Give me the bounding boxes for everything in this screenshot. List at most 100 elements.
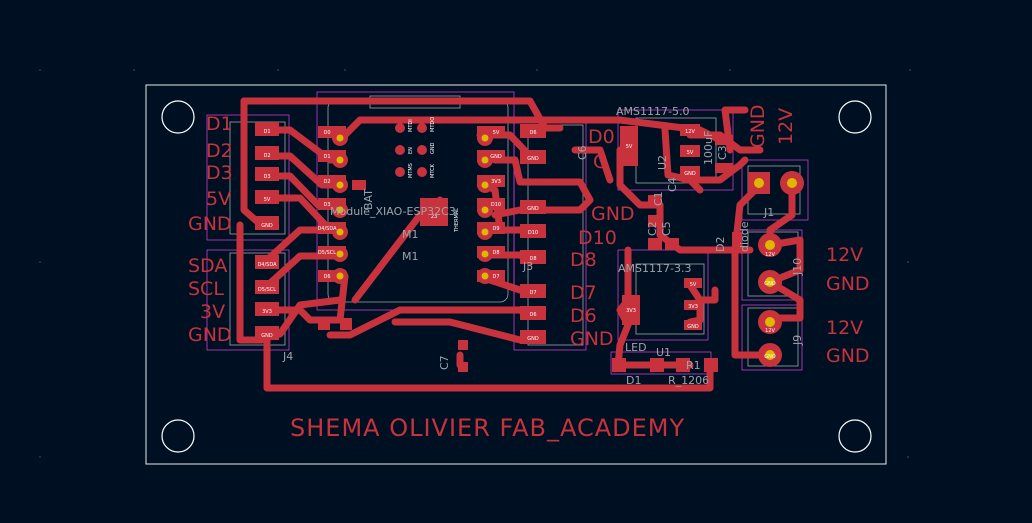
power-in-label: GND (747, 104, 769, 148)
pad-name: 5V (687, 150, 694, 156)
pad-name: 5V (690, 282, 697, 288)
pad-name: 3V3 (262, 309, 272, 315)
pad-name: D9 (492, 226, 499, 232)
mount-hole-br (838, 419, 872, 453)
pad-name: 5V (626, 144, 633, 150)
pad-name: D4/SDA (317, 226, 337, 232)
pad-name: D6 (323, 274, 330, 280)
pad-name: 12V (765, 252, 775, 258)
diode-value: diode (738, 221, 751, 252)
pad-name: D7 (529, 290, 536, 296)
through-holes (332, 130, 804, 367)
right-header-label: GND (570, 328, 614, 350)
right-header-labels: D0 G GND D10 D8 D7 D6 GND (570, 126, 635, 350)
pad-name: GND (684, 171, 696, 177)
i2c-header-labels: SDA SCL 3V GND (188, 255, 232, 346)
cap3-value: 100uF (702, 131, 715, 165)
led-ref: D1 (626, 374, 641, 387)
pad-name: GND (430, 142, 436, 154)
pad-name: GND (261, 223, 273, 229)
right-header-label: GND (591, 203, 635, 225)
diode-ref: D2 (714, 237, 727, 252)
right-header-label: D7 (570, 282, 597, 304)
pad-name: GND (764, 354, 776, 360)
mounting-holes (161, 100, 872, 453)
j9-label: 12V (826, 317, 863, 339)
pad-name: D6 (529, 312, 536, 318)
left-header-label: 5V (206, 188, 231, 210)
pad-name: D8 (492, 250, 499, 256)
pad-name: D7 (492, 274, 499, 280)
pad-name: D6 (529, 130, 536, 136)
reg5-value: AMS1117-5.0 (616, 105, 689, 118)
resistor-ref: R1 (686, 359, 701, 372)
j10-label: GND (826, 273, 870, 295)
pad-name: MTDO (430, 117, 436, 132)
i2c-header-label: 3V (200, 301, 225, 323)
j4-ref: J4 (282, 350, 293, 363)
i2c-header-label: SCL (188, 278, 224, 300)
resistor-value: R_1206 (668, 374, 709, 387)
reg5-ref: U2 (656, 155, 669, 170)
pad-name: GND (764, 281, 776, 287)
misc-ref: C6 (576, 145, 589, 160)
left-header-labels: D1 D2 D3 5V GND (188, 113, 233, 235)
pad-name: 3V3 (688, 304, 698, 310)
misc-ref: C4 (666, 177, 679, 192)
pad-name: MTCK (430, 163, 436, 178)
pad-name: EN (408, 147, 414, 154)
j9-ref: J9 (791, 335, 804, 346)
pad-name: D2 (323, 179, 330, 185)
right-header-label: D0 (588, 126, 615, 148)
pad-name: D2 (263, 153, 270, 159)
pad-name: 5V (493, 130, 500, 136)
right-header-label: D8 (570, 249, 597, 271)
left-header-label: GND (188, 213, 232, 235)
mount-hole-tl (161, 100, 195, 134)
pad-name: D1 (263, 129, 270, 135)
pad-name: D8 (529, 256, 536, 262)
reg3-value: AMS1117-3.3 (618, 262, 691, 275)
power-in-labels: GND 12V (747, 104, 797, 148)
pad-name: GND (261, 333, 273, 339)
j10-label: 12V (826, 244, 863, 266)
j10-ref: J10 (791, 258, 804, 276)
right-header-label: D10 (578, 227, 617, 249)
left-header-label: D3 (206, 162, 233, 184)
back-pad-names: MTDI MTDO EN GND MTMS MTCK THERMAL (408, 117, 460, 233)
pad-name: 12V (765, 328, 775, 334)
left-header-label: D2 (206, 140, 233, 162)
pad-name: GND (527, 336, 539, 342)
j3-ref: J3 (522, 260, 533, 273)
reg3-ref: U1 (656, 346, 671, 359)
pad-name: D3 (263, 174, 270, 180)
pad-name: 3V3 (626, 308, 636, 314)
mcu-value: Module_XIAO-ESP32C3 (330, 205, 456, 218)
pad-name: 23 (431, 214, 437, 220)
pad-name: D10 (528, 230, 538, 236)
pad-name: 12V (685, 129, 695, 135)
pad-name: 3V3 (491, 179, 501, 185)
board-outline (145, 84, 887, 465)
grid-dots (39, 69, 911, 458)
pad-name: MTMS (408, 163, 414, 178)
pad-name: GND (687, 324, 699, 330)
pad-name: GND (490, 154, 502, 160)
pad-name: D5/SCL (258, 287, 276, 293)
mcu-ref-fab: M1 (402, 250, 419, 263)
misc-ref: C1 (652, 191, 665, 206)
left-header-label: D1 (206, 113, 233, 135)
board-title: SHEMA OLIVIER FAB_ACADEMY (290, 414, 685, 442)
pad-name: D4/SDA (257, 262, 277, 268)
thermal-label: THERMAL (454, 208, 460, 233)
led-value: LED (625, 341, 647, 354)
cap3-ref: C3 (716, 145, 729, 160)
j9-label: GND (826, 345, 870, 367)
pad-name: GND (527, 206, 539, 212)
mcu-ref: M1 (402, 228, 419, 241)
pad-name: D1 (323, 154, 330, 160)
i2c-header-label: GND (188, 324, 232, 346)
i2c-header-label: SDA (188, 255, 227, 277)
pad-name: GND (527, 156, 539, 162)
